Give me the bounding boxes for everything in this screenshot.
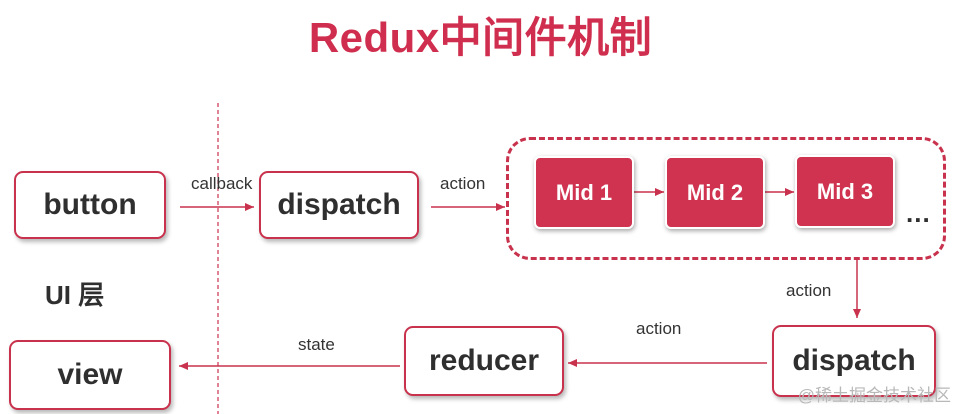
watermark: @稀土掘金技术社区 xyxy=(797,386,951,405)
ui-layer-label: UI 层 xyxy=(45,280,105,310)
state-label: state xyxy=(298,335,335,354)
callback-label: callback xyxy=(191,174,253,193)
button-node: button xyxy=(14,171,166,239)
dispatch-node-top: dispatch xyxy=(259,171,419,239)
diagram-title: Redux中间件机制 xyxy=(308,14,653,61)
middleware-3: Mid 3 xyxy=(795,155,895,228)
middleware-2: Mid 2 xyxy=(665,156,765,229)
more-middleware-ellipsis: ... xyxy=(906,198,931,228)
dispatch-node-bottom: dispatch xyxy=(772,325,936,397)
middleware-group xyxy=(506,137,946,260)
action-label-right: action xyxy=(786,281,832,300)
action-label-top: action xyxy=(440,174,486,193)
middleware-1: Mid 1 xyxy=(534,156,634,229)
action-label-bottom: action xyxy=(636,319,682,338)
reducer-node: reducer xyxy=(404,326,564,396)
view-node: view xyxy=(9,340,171,410)
